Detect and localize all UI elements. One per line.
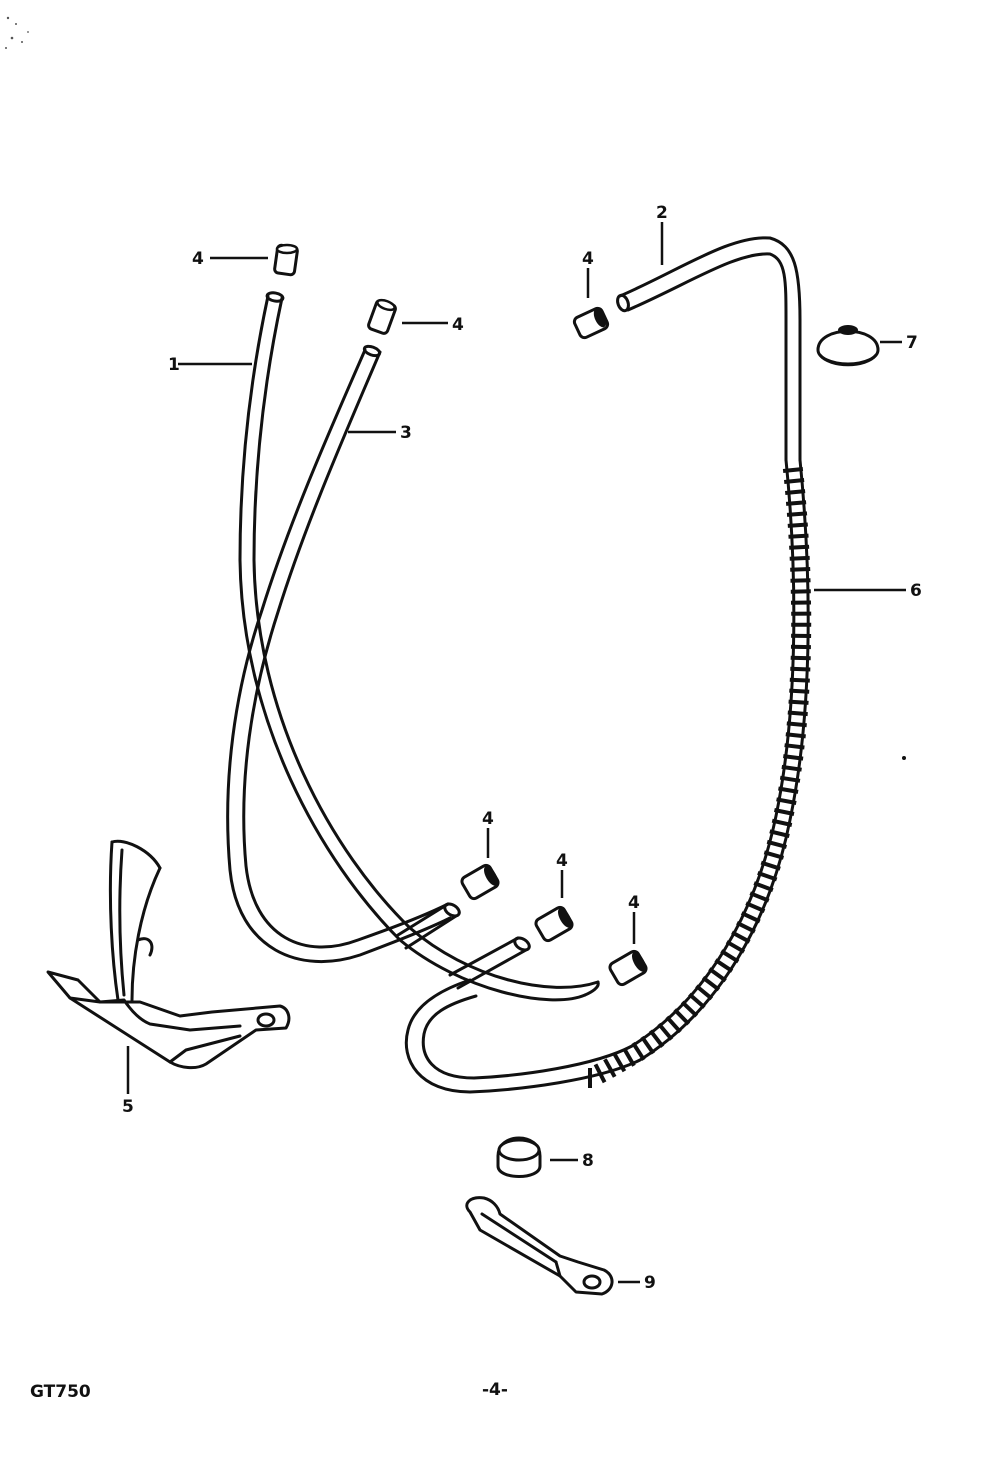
callout-4: 4 <box>628 893 640 913</box>
coil-mark <box>745 901 766 913</box>
callout-4: 4 <box>556 851 568 871</box>
coil-mark <box>763 850 785 860</box>
model-code: GT750 <box>30 1382 91 1402</box>
cap-4-lower-1 <box>460 863 500 901</box>
coil-mark <box>665 1015 682 1034</box>
scan-speckle <box>5 16 29 49</box>
coil-mark <box>603 1058 617 1078</box>
grommet-7 <box>816 325 880 367</box>
coil-mark <box>740 911 761 924</box>
coil-mark <box>786 721 807 728</box>
coil-mark <box>771 818 793 827</box>
page-number: -4- <box>482 1380 508 1400</box>
coil-mark <box>785 732 806 739</box>
coil-mark <box>695 984 714 1001</box>
coil-mark <box>725 940 746 954</box>
callout-6: 6 <box>910 581 922 601</box>
callout-4: 4 <box>482 809 494 829</box>
coil-mark <box>790 589 811 594</box>
cap-8 <box>496 1136 542 1178</box>
coil-mark <box>701 976 721 992</box>
hose-3 <box>226 344 452 964</box>
coil-mark <box>720 949 740 964</box>
coil-mark <box>766 839 788 849</box>
coil-mark <box>622 1047 636 1067</box>
coil-mark <box>790 578 811 583</box>
cap-4-top-mid <box>367 298 397 335</box>
coil-mark <box>785 489 806 495</box>
coil-mark <box>760 860 781 871</box>
coil-mark <box>648 1029 665 1048</box>
coil-mark <box>790 655 811 661</box>
callout-9: 9 <box>644 1273 656 1293</box>
callout-3: 3 <box>400 423 412 443</box>
coil-mark <box>785 500 807 506</box>
coil-mark <box>781 764 802 772</box>
coil-mark <box>787 522 808 528</box>
scan-dot <box>902 756 906 760</box>
coil-mark <box>673 1008 691 1026</box>
coil-mark <box>789 677 810 683</box>
hose-end-lower-a <box>396 902 461 950</box>
bracket-5 <box>46 839 291 1070</box>
coil-mark <box>789 544 810 550</box>
coil-mark <box>788 699 809 705</box>
coil-mark <box>786 511 808 517</box>
coil-mark <box>784 478 805 484</box>
coil-mark <box>789 555 810 561</box>
cap-4-top-left <box>273 243 299 277</box>
coil-mark <box>757 871 778 882</box>
coil-mark <box>788 533 809 539</box>
coil-mark <box>782 467 804 473</box>
callout-7: 7 <box>906 333 918 353</box>
callout-4: 4 <box>452 315 464 335</box>
hose-1 <box>238 291 600 1002</box>
cap-4-lower-2 <box>534 905 574 943</box>
cap-4-lower-3 <box>608 949 648 987</box>
callout-5: 5 <box>122 1097 134 1117</box>
terminal-9 <box>465 1196 614 1296</box>
callout-1: 1 <box>168 355 180 375</box>
hose-2 <box>616 236 802 462</box>
coil-mark <box>612 1052 627 1073</box>
leader-lines <box>126 222 906 1284</box>
coil-mark <box>784 743 805 750</box>
callout-4: 4 <box>192 249 204 269</box>
coil-mark <box>657 1022 674 1041</box>
coil-mark <box>790 666 811 672</box>
coil-mark <box>736 921 756 934</box>
spiral-guard-6 <box>404 458 812 1094</box>
cap-4-top-right <box>572 306 610 340</box>
coil-mark <box>680 1000 699 1018</box>
coil-mark <box>789 688 810 694</box>
callout-8: 8 <box>582 1151 594 1171</box>
coil-mark <box>631 1041 646 1061</box>
callout-2: 2 <box>656 203 668 223</box>
coil-mark <box>708 967 727 983</box>
coil-mark <box>753 881 774 892</box>
coil-mark <box>640 1035 656 1055</box>
coil-mark <box>749 891 770 903</box>
coil-mark <box>714 958 734 973</box>
coil-mark <box>783 754 804 761</box>
coil-mark <box>787 710 808 717</box>
coil-mark <box>688 992 706 1009</box>
coil-mark <box>593 1063 607 1084</box>
coil-mark <box>776 797 797 805</box>
hose-end-lower-b <box>448 936 531 990</box>
coil-mark <box>731 930 751 944</box>
coil-mark <box>778 786 799 794</box>
coil-mark <box>790 567 811 572</box>
coil-mark <box>774 808 795 816</box>
coil-mark <box>769 829 790 838</box>
callout-4: 4 <box>582 249 594 269</box>
coil-mark <box>779 775 801 783</box>
